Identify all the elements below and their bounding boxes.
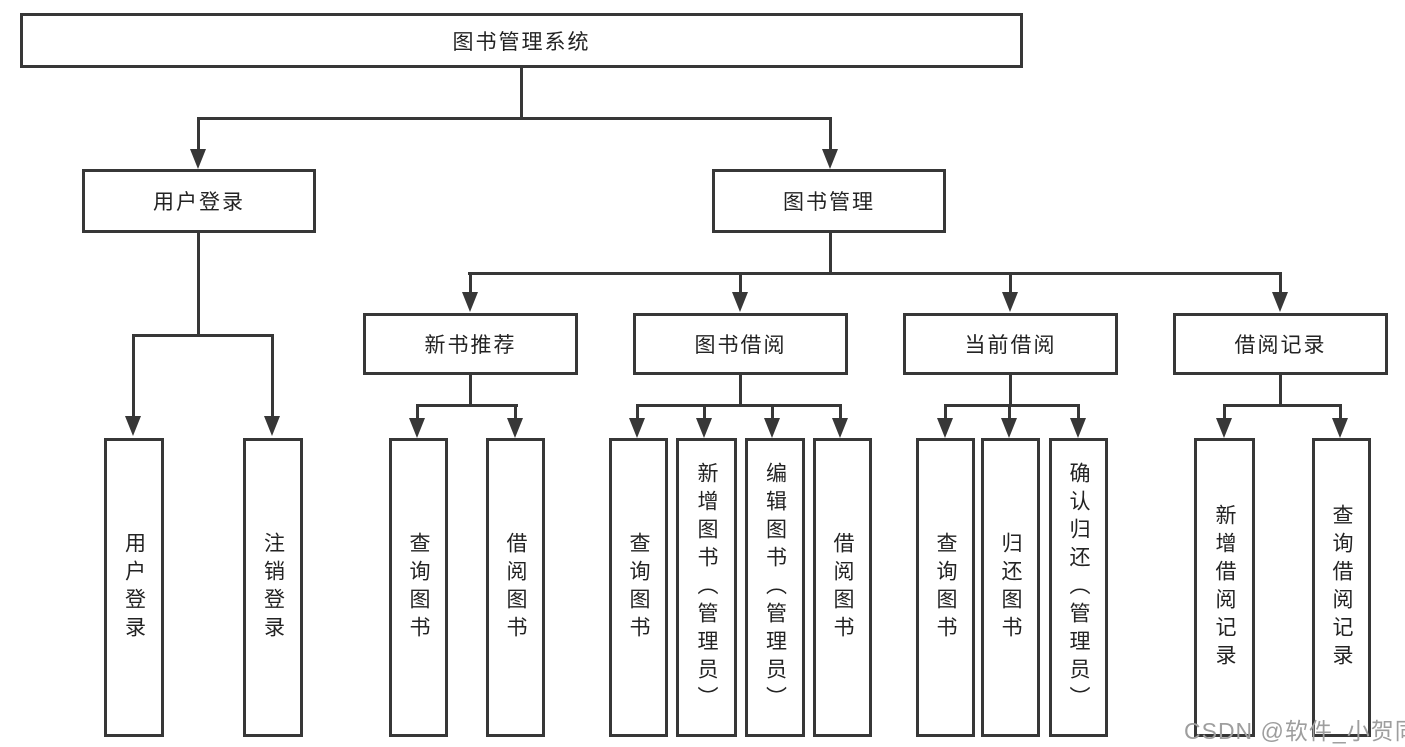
arrow-down-icon (696, 418, 712, 438)
connector-line (197, 117, 200, 151)
leaf-borrow-books: 借阅图书 (813, 438, 872, 737)
connector-line (703, 404, 706, 420)
connector-line (739, 375, 742, 407)
connector-line (739, 272, 742, 294)
connector-line (1009, 375, 1012, 407)
connector-line (636, 404, 842, 407)
connector-line (1279, 272, 1282, 294)
connector-line (197, 233, 200, 336)
arrow-down-icon (125, 416, 141, 436)
arrow-down-icon (1332, 418, 1348, 438)
connector-line (771, 404, 774, 420)
connector-line (1223, 404, 1342, 407)
connector-line (636, 404, 639, 420)
arrow-down-icon (629, 418, 645, 438)
connector-line (1279, 375, 1282, 407)
arrow-down-icon (822, 149, 838, 169)
csdn-watermark: CSDN @软件_小贺同学 (1184, 718, 1405, 744)
leaf-query-books: 查询图书 (916, 438, 975, 737)
connector-line (829, 233, 832, 274)
arrow-down-icon (764, 418, 780, 438)
leaf-borrow-books: 借阅图书 (486, 438, 545, 737)
connector-line (1009, 272, 1012, 294)
arrow-down-icon (937, 418, 953, 438)
node-user-login: 用户登录 (82, 169, 316, 233)
arrow-down-icon (1216, 418, 1232, 438)
leaf-add-book-admin: 新增图书（管理员） (676, 438, 737, 737)
leaf-edit-book-admin: 编辑图书（管理员） (745, 438, 805, 737)
connector-line (1223, 404, 1226, 420)
arrow-down-icon (732, 292, 748, 312)
connector-line (1077, 404, 1080, 420)
node-book-borrow: 图书借阅 (633, 313, 848, 375)
leaf-user-login: 用户登录 (104, 438, 164, 737)
arrow-down-icon (409, 418, 425, 438)
connector-line (1339, 404, 1342, 420)
node-book-management: 图书管理 (712, 169, 946, 233)
connector-line (944, 404, 947, 420)
connector-line (132, 334, 274, 337)
leaf-confirm-return-admin: 确认归还（管理员） (1049, 438, 1108, 737)
node-library-system: 图书管理系统 (20, 13, 1023, 68)
leaf-return-book: 归还图书 (981, 438, 1040, 737)
connector-line (468, 272, 1282, 275)
connector-line (839, 404, 842, 420)
connector-line (469, 375, 472, 407)
leaf-query-borrow-record: 查询借阅记录 (1312, 438, 1371, 737)
connector-line (132, 334, 135, 416)
connector-line (416, 404, 518, 407)
leaf-logout: 注销登录 (243, 438, 303, 737)
node-new-book-recommend: 新书推荐 (363, 313, 578, 375)
connector-line (416, 404, 419, 420)
arrow-down-icon (832, 418, 848, 438)
leaf-query-books: 查询图书 (389, 438, 448, 737)
connector-line (829, 117, 832, 151)
arrow-down-icon (264, 416, 280, 436)
leaf-query-books: 查询图书 (609, 438, 668, 737)
arrow-down-icon (507, 418, 523, 438)
arrow-down-icon (1001, 418, 1017, 438)
connector-line (1008, 404, 1011, 420)
connector-line (944, 404, 1080, 407)
arrow-down-icon (1272, 292, 1288, 312)
node-borrow-records: 借阅记录 (1173, 313, 1388, 375)
connector-line (520, 68, 523, 118)
node-current-borrow: 当前借阅 (903, 313, 1118, 375)
arrow-down-icon (1002, 292, 1018, 312)
connector-line (469, 272, 472, 294)
connector-line (514, 404, 517, 420)
connector-line (271, 334, 274, 416)
arrow-down-icon (462, 292, 478, 312)
arrow-down-icon (1070, 418, 1086, 438)
leaf-add-borrow-record: 新增借阅记录 (1194, 438, 1255, 737)
connector-line (197, 117, 832, 120)
arrow-down-icon (190, 149, 206, 169)
